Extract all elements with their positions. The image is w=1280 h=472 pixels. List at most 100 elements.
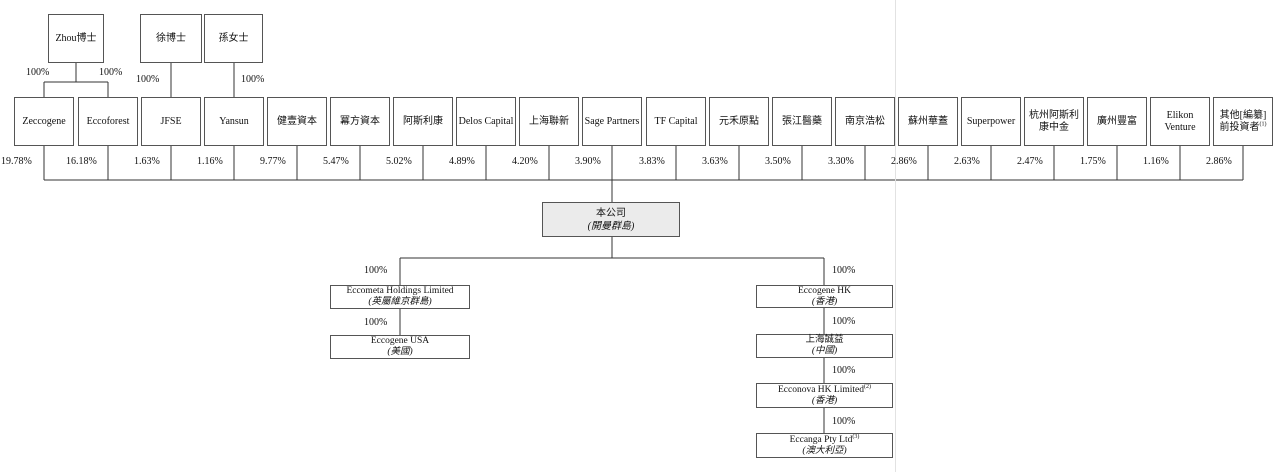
pct-zhou-eccoforest: 100% [99, 67, 123, 78]
shareholding-pct: 3.30% [828, 156, 854, 167]
shareholder-label: JFSE [160, 115, 182, 127]
shareholder-box: 健壹資本 [267, 97, 327, 146]
shareholder-label: 杭州阿斯利康中金 [1029, 109, 1079, 133]
shareholder-label: 其他[編纂]前投資者(1) [1215, 110, 1271, 134]
shareholder-label: 元禾原點 [719, 115, 759, 127]
shareholding-pct: 3.50% [765, 156, 791, 167]
shareholder-box: 南京浩松 [835, 97, 895, 146]
shareholder-label: Delos Capital [458, 115, 514, 127]
subsidiary-place: (中國) [811, 346, 838, 356]
pct-left-2: 100% [364, 317, 388, 328]
pct-zhou-zeccogene: 100% [26, 67, 50, 78]
subsidiary-name: 上海誠益 [805, 335, 844, 345]
shareholder-label: 阿斯利康 [403, 115, 443, 127]
shareholder-label: Elikon Venture [1164, 109, 1196, 133]
holder-xu-label: 徐博士 [156, 32, 186, 44]
subsidiary-eccometa: Eccometa Holdings Limited (英屬維京群島) [330, 285, 470, 309]
shareholder-box: Sage Partners [582, 97, 642, 146]
pct-sun-yansun: 100% [241, 74, 265, 85]
shareholder-label: Zeccogene [22, 115, 66, 127]
shareholder-box: Elikon Venture [1150, 97, 1210, 146]
pct-right-2: 100% [832, 316, 856, 327]
page-edge [895, 0, 896, 472]
shareholder-box: 冪方資本 [330, 97, 390, 146]
shareholder-box: JFSE [141, 97, 201, 146]
shareholding-pct: 2.86% [1206, 156, 1232, 167]
holder-sun-label: 孫女士 [218, 32, 249, 44]
subsidiary-eccanga: Eccanga Pty Ltd(3) (澳大利亞) [756, 433, 893, 458]
shareholder-label: 健壹資本 [277, 115, 317, 127]
subsidiary-place: (香港) [811, 395, 838, 406]
shareholder-box: 蘇州華蓋 [898, 97, 958, 146]
shareholder-box: 張江醫藥 [772, 97, 832, 146]
pct-right-4: 100% [832, 416, 856, 427]
holder-zhou: Zhou博士 [48, 14, 104, 63]
shareholder-box: Delos Capital [456, 97, 516, 146]
shareholder-label: Sage Partners [584, 115, 640, 127]
shareholding-pct: 1.75% [1080, 156, 1106, 167]
shareholder-box: TF Capital [646, 97, 706, 146]
subsidiary-name: Eccometa Holdings Limited [346, 286, 454, 296]
shareholder-label: Eccoforest [86, 115, 130, 127]
subsidiary-eccogene-hk: Eccogene HK (香港) [756, 285, 893, 308]
subsidiary-name: Eccogene USA [370, 336, 430, 346]
shareholder-box: 上海聯新 [519, 97, 579, 146]
subsidiary-name: Eccanga Pty Ltd(3) [757, 433, 892, 446]
shareholding-pct: 3.63% [702, 156, 728, 167]
company-name: 本公司 [596, 207, 626, 219]
holder-zhou-label: Zhou博士 [55, 32, 97, 44]
subsidiary-name: Eccogene HK [797, 285, 851, 296]
shareholding-pct: 1.16% [1143, 156, 1169, 167]
shareholder-other-label: 其他[編纂]前投資者 [1219, 109, 1267, 133]
subsidiary-place: (香港) [811, 296, 838, 307]
shareholding-pct: 4.89% [449, 156, 475, 167]
subsidiary-name-text: Ecconova HK Limited [777, 384, 864, 395]
subsidiary-name-text: Eccanga Pty Ltd [789, 434, 853, 445]
pct-xu-jfse: 100% [136, 74, 160, 85]
shareholding-pct: 5.47% [323, 156, 349, 167]
footnote-marker: (3) [852, 433, 860, 440]
subsidiary-ecconova: Ecconova HK Limited(2) (香港) [756, 383, 893, 408]
pct-right-3: 100% [832, 365, 856, 376]
footnote-marker: (2) [864, 383, 871, 390]
holder-xu: 徐博士 [140, 14, 202, 63]
pct-right-1: 100% [832, 265, 856, 276]
shareholding-pct: 1.16% [197, 156, 223, 167]
shareholding-pct: 16.18% [66, 156, 97, 167]
subsidiary-place: (美國) [387, 347, 413, 357]
shareholder-label: TF Capital [654, 115, 698, 127]
shareholder-box: Eccoforest [78, 97, 138, 146]
shareholder-box: 廣州豐富 [1087, 97, 1147, 146]
shareholding-pct: 3.83% [639, 156, 665, 167]
shareholder-label: Superpower [966, 115, 1016, 127]
shareholder-box: 阿斯利康 [393, 97, 453, 146]
shareholder-label: 上海聯新 [529, 115, 569, 127]
shareholder-label: Yansun [219, 115, 249, 127]
subsidiary-place: (澳大利亞) [802, 445, 847, 456]
company-box: 本公司 (開曼群島) [542, 202, 680, 237]
shareholder-label: 蘇州華蓋 [908, 115, 948, 127]
shareholding-pct: 19.78% [1, 156, 32, 167]
shareholder-label: 廣州豐富 [1097, 115, 1137, 127]
holder-sun: 孫女士 [204, 14, 263, 63]
shareholder-label: 冪方資本 [340, 115, 380, 127]
shareholder-label: 南京浩松 [845, 115, 885, 127]
company-place: (開曼群島) [587, 220, 635, 232]
shareholder-box: Zeccogene [14, 97, 74, 146]
shareholding-pct: 4.20% [512, 156, 538, 167]
shareholding-pct: 5.02% [386, 156, 412, 167]
footnote-marker: (1) [1259, 121, 1267, 128]
shareholding-pct: 1.63% [134, 156, 160, 167]
subsidiary-eccogene-usa: Eccogene USA (美國) [330, 335, 470, 359]
shareholder-box: 杭州阿斯利康中金 [1024, 97, 1084, 146]
subsidiary-place: (英屬維京群島) [368, 297, 432, 307]
shareholder-box: Superpower [961, 97, 1021, 146]
shareholding-pct: 3.90% [575, 156, 601, 167]
shareholding-pct: 9.77% [260, 156, 286, 167]
shareholding-pct: 2.86% [891, 156, 917, 167]
shareholding-pct: 2.47% [1017, 156, 1043, 167]
shareholder-box: Yansun [204, 97, 264, 146]
shareholder-box: 其他[編纂]前投資者(1) [1213, 97, 1273, 146]
subsidiary-name: Ecconova HK Limited(2) [757, 383, 892, 396]
